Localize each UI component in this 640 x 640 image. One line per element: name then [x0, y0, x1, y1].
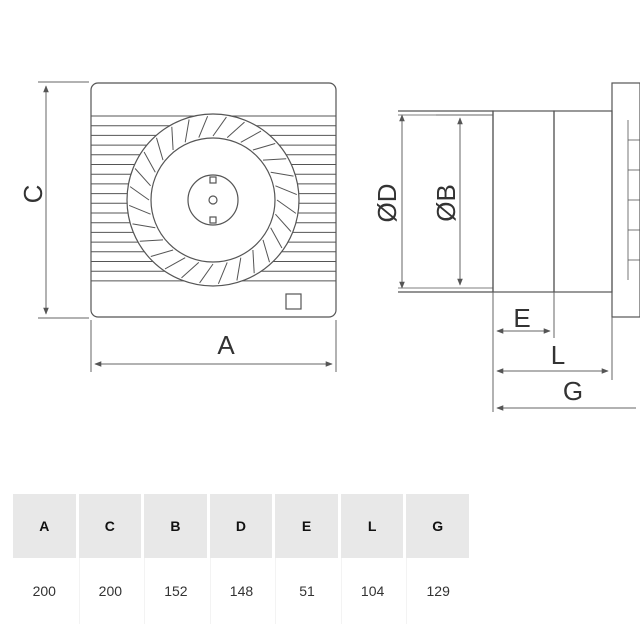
impeller-blade [252, 249, 255, 274]
header-a: A [13, 494, 76, 558]
impeller-blade [164, 257, 186, 270]
impeller-blade [198, 116, 209, 138]
impeller-blade [143, 151, 156, 173]
header-b: B [144, 494, 207, 558]
header-c: C [78, 494, 142, 558]
impeller-blade [252, 143, 276, 151]
dimensions-table: A C B D E L G 200 200 152 148 51 104 129 [10, 494, 472, 624]
front-panel-side [611, 82, 640, 318]
value-l: 104 [340, 558, 404, 624]
dimension-lines-front [38, 81, 337, 372]
dimension-label-c: C [18, 185, 48, 204]
impeller-blades [129, 116, 297, 284]
hub-center [208, 195, 218, 205]
impeller-blade [212, 116, 227, 137]
value-e: 51 [275, 558, 338, 624]
fan-front-view [90, 82, 337, 318]
impeller-blade [275, 213, 292, 232]
table-header-row: A C B D E L G [13, 494, 469, 558]
impeller-inner-ring [150, 137, 276, 263]
impeller-blade [262, 239, 270, 263]
impeller-blade [134, 168, 151, 187]
impeller-blade [129, 204, 151, 215]
technical-drawing: C A ØD ØB E L G [18, 81, 640, 412]
impeller-blade [150, 249, 174, 257]
fan-side-view [398, 82, 640, 318]
dimension-label-g: G [563, 376, 583, 406]
dimension-label-e: E [513, 303, 530, 333]
impeller-blade [171, 126, 174, 151]
pull-cord-indicator [285, 293, 302, 310]
impeller-blade [236, 257, 242, 281]
value-g: 129 [406, 558, 469, 624]
motor-housing-rear [553, 110, 613, 293]
impeller-blade [156, 137, 164, 161]
value-a: 200 [32, 583, 56, 599]
impeller-hub [187, 174, 239, 226]
dimension-label-d: ØD [372, 184, 402, 223]
impeller-blade [226, 121, 245, 138]
value-b: 152 [144, 558, 207, 624]
dimension-lines-side [399, 114, 636, 412]
impeller-blade [184, 119, 190, 143]
dimension-label-l: L [551, 340, 565, 370]
impeller-blade [181, 262, 200, 279]
impeller-blade [199, 263, 214, 284]
impeller-blade [129, 186, 150, 201]
table-row: 200 200 152 148 51 104 129 [13, 558, 469, 624]
motor-housing-front [492, 110, 555, 293]
impeller-blade [270, 227, 283, 249]
impeller-blade [139, 239, 164, 242]
impeller-blade [276, 199, 297, 214]
hub-slot-top [209, 176, 217, 184]
front-panel [90, 82, 337, 318]
impeller-blade [217, 262, 228, 284]
header-e: E [275, 494, 338, 558]
value-c: 200 [78, 558, 142, 624]
header-l: L [340, 494, 404, 558]
header-d: D [209, 494, 273, 558]
impeller-blade [262, 158, 287, 161]
hub-slot-bottom [209, 216, 217, 224]
dimension-label-a: A [217, 330, 235, 360]
impeller-blade [275, 185, 297, 196]
impeller-blade [132, 223, 156, 229]
value-d: 148 [209, 558, 273, 624]
dimension-label-b: ØB [431, 184, 461, 222]
impeller-blade [240, 130, 262, 143]
impeller-blade [270, 171, 294, 177]
header-g: G [406, 494, 469, 558]
